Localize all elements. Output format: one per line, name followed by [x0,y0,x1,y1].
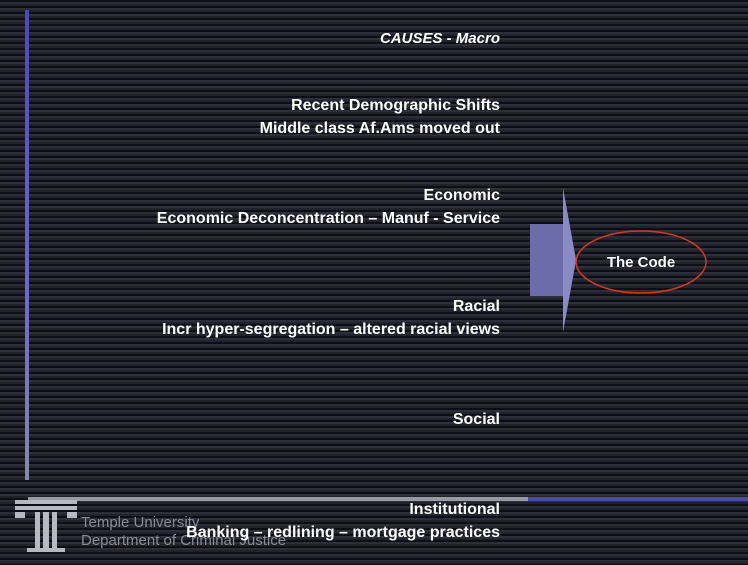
footer-department: Department of Criminal Justice [81,532,287,549]
section-racial-detail: Incr hyper-segregation – altered racial … [162,321,500,338]
callout-ellipse [575,230,707,294]
section-social-heading: Social [452,411,500,428]
left-vertical-rule [25,10,29,480]
section-institutional-heading: Institutional [409,501,500,518]
bottom-rule-gray [28,497,528,501]
footer-university: Temple University [81,514,200,531]
section-economic-detail: Economic Deconcentration – Manuf - Servi… [156,210,500,227]
section-racial-heading: Racial [452,298,500,315]
section-demographic-heading: Recent Demographic Shifts [291,97,500,114]
right-arrow-icon [530,188,576,332]
bottom-rule-blue [528,497,748,501]
callout-the-code: The Code [606,253,676,271]
temple-t-logo-icon [15,500,77,552]
slide-title: CAUSES - Macro [379,30,500,47]
section-institutional-detail: Banking – redlining – mortgage practices [186,524,500,541]
section-demographic-detail: Middle class Af.Ams moved out [259,120,500,137]
section-economic-heading: Economic [423,187,500,204]
